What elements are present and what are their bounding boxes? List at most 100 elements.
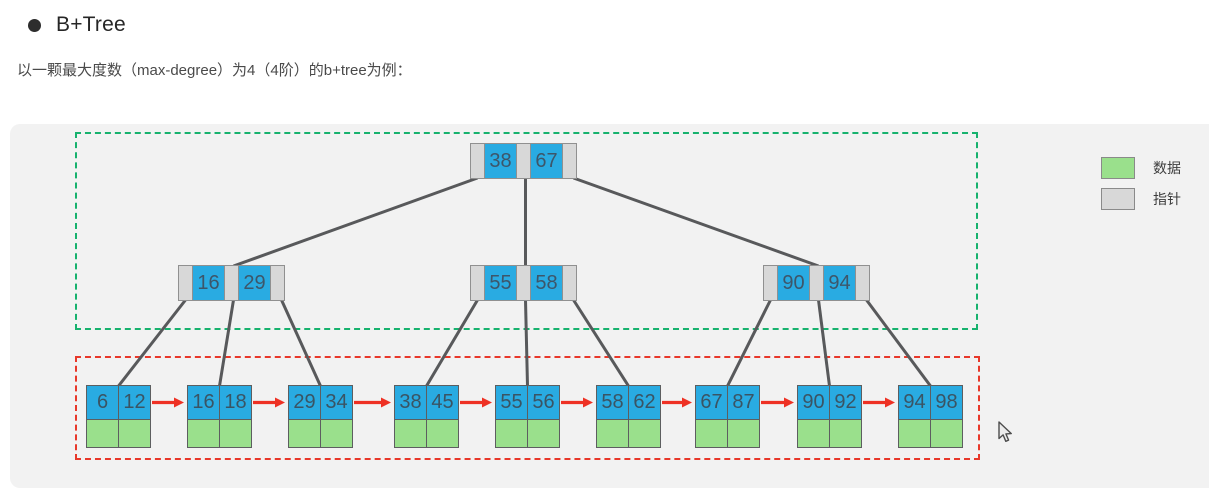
pointer-cell <box>763 265 778 301</box>
btree-internal-node: 90 94 <box>763 265 870 301</box>
key-cell: 55 <box>495 385 528 420</box>
pointer-cell <box>224 265 239 301</box>
key-cell: 29 <box>288 385 321 420</box>
key-cell: 62 <box>628 385 661 420</box>
leaf-column: 38 <box>394 385 427 448</box>
page-header: B+Tree <box>28 13 126 37</box>
leaf-column: 12 <box>118 385 151 448</box>
leaf-column: 45 <box>426 385 459 448</box>
key-cell: 6 <box>86 385 119 420</box>
btree-internal-node: 55 58 <box>470 265 577 301</box>
key-cell: 45 <box>426 385 459 420</box>
key-cell: 55 <box>484 265 517 301</box>
key-cell: 67 <box>530 143 563 179</box>
leaf-column: 58 <box>596 385 629 448</box>
key-cell: 38 <box>484 143 517 179</box>
data-cell <box>898 419 931 448</box>
leaf-column: 94 <box>898 385 931 448</box>
leaf-column: 18 <box>219 385 252 448</box>
data-cell <box>219 419 252 448</box>
pointer-cell <box>855 265 870 301</box>
key-cell: 90 <box>777 265 810 301</box>
key-cell: 56 <box>527 385 560 420</box>
legend-item-data: 数据 <box>1101 157 1181 179</box>
page-subtitle: 以一颗最大度数（max-degree）为4（4阶）的b+tree为例： <box>17 62 412 79</box>
data-cell <box>930 419 963 448</box>
data-swatch-icon <box>1101 157 1135 179</box>
data-cell <box>118 419 151 448</box>
key-cell: 98 <box>930 385 963 420</box>
pointer-cell <box>516 265 531 301</box>
leaf-column: 6 <box>86 385 119 448</box>
key-cell: 67 <box>695 385 728 420</box>
leaf-column: 56 <box>527 385 560 448</box>
pointer-cell <box>470 265 485 301</box>
data-cell <box>527 419 560 448</box>
key-cell: 94 <box>898 385 931 420</box>
key-cell: 34 <box>320 385 353 420</box>
pointer-cell <box>270 265 285 301</box>
page-title: B+Tree <box>56 13 126 36</box>
data-cell <box>695 419 728 448</box>
key-cell: 29 <box>238 265 271 301</box>
key-cell: 16 <box>192 265 225 301</box>
key-cell: 94 <box>823 265 856 301</box>
key-cell: 87 <box>727 385 760 420</box>
data-cell <box>495 419 528 448</box>
data-cell <box>797 419 830 448</box>
leaf-column: 92 <box>829 385 862 448</box>
pointer-cell <box>562 143 577 179</box>
key-cell: 18 <box>219 385 252 420</box>
data-cell <box>829 419 862 448</box>
leaf-column: 34 <box>320 385 353 448</box>
legend-item-pointer: 指针 <box>1101 188 1181 210</box>
legend: 数据 指针 <box>1101 157 1181 219</box>
key-cell: 16 <box>187 385 220 420</box>
leaf-column: 90 <box>797 385 830 448</box>
leaf-column: 16 <box>187 385 220 448</box>
leaf-column: 98 <box>930 385 963 448</box>
legend-label-pointer: 指针 <box>1153 191 1181 207</box>
key-cell: 90 <box>797 385 830 420</box>
legend-label-data: 数据 <box>1153 160 1181 176</box>
key-cell: 92 <box>829 385 862 420</box>
data-cell <box>187 419 220 448</box>
key-cell: 58 <box>530 265 563 301</box>
key-cell: 12 <box>118 385 151 420</box>
leaf-column: 62 <box>628 385 661 448</box>
leaf-column: 55 <box>495 385 528 448</box>
bullet-icon <box>28 18 41 32</box>
pointer-cell <box>809 265 824 301</box>
data-cell <box>394 419 427 448</box>
data-cell <box>426 419 459 448</box>
pointer-cell <box>562 265 577 301</box>
pointer-cell <box>178 265 193 301</box>
pointer-cell <box>516 143 531 179</box>
leaf-column: 29 <box>288 385 321 448</box>
btree-root-node: 38 67 <box>470 143 577 179</box>
data-cell <box>628 419 661 448</box>
data-cell <box>596 419 629 448</box>
pointer-swatch-icon <box>1101 188 1135 210</box>
leaf-column: 87 <box>727 385 760 448</box>
key-cell: 38 <box>394 385 427 420</box>
data-cell <box>727 419 760 448</box>
leaf-column: 67 <box>695 385 728 448</box>
data-cell <box>288 419 321 448</box>
data-cell <box>320 419 353 448</box>
data-cell <box>86 419 119 448</box>
mouse-cursor-icon <box>998 421 1012 442</box>
pointer-cell <box>470 143 485 179</box>
